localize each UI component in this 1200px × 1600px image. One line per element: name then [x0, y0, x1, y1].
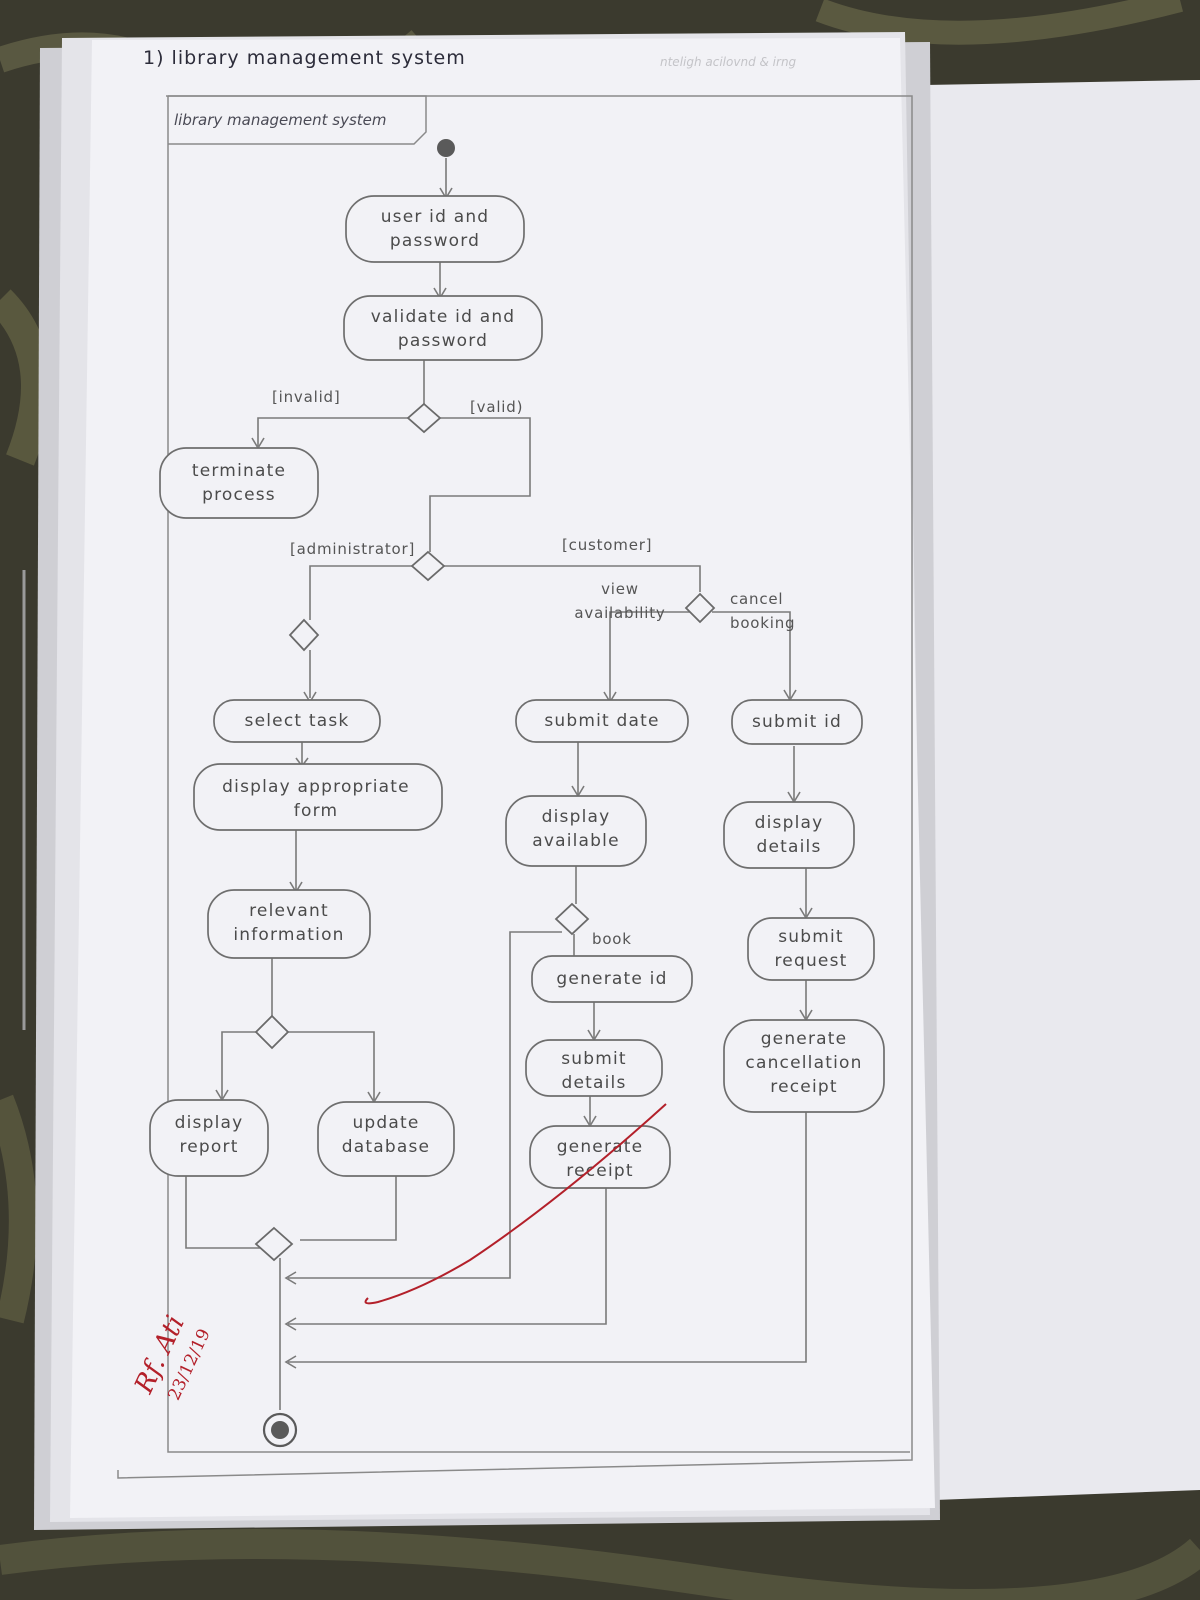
- node-select-task-box: [213, 699, 381, 743]
- decision-admin: [288, 618, 320, 652]
- guard-administrator: [administrator]: [290, 540, 415, 558]
- decision-report: [254, 1014, 290, 1050]
- node-select-task-label: select task: [245, 711, 350, 731]
- red-check-stroke: [364, 1103, 667, 1305]
- node-generate-id-label: generate id: [556, 969, 667, 989]
- guard-book: book: [592, 930, 632, 948]
- flow-edges: [185, 158, 807, 1410]
- faint-header: nteligh acilovnd & irng: [660, 55, 797, 69]
- node-generate-cancellation-box: [723, 1019, 885, 1113]
- node-display-report-box: [149, 1099, 269, 1177]
- frame-label: library management system: [174, 111, 387, 129]
- node-submit-details-box: [525, 1039, 663, 1097]
- decision-book: [554, 902, 590, 936]
- decision-customer: [684, 592, 716, 624]
- guard-labels: [invalid] [valid) [administrator] [custo…: [272, 388, 795, 948]
- node-display-available-box: [505, 795, 647, 867]
- merge-final: [254, 1226, 294, 1262]
- final-node: [262, 1412, 298, 1448]
- node-submit-date-box: [515, 699, 689, 743]
- node-submit-id-box: [731, 699, 863, 745]
- node-generate-receipt-box: [529, 1125, 671, 1189]
- diagram-frame: [117, 95, 913, 1479]
- node-terminate-box: [159, 447, 319, 519]
- node-submit-request-box: [747, 917, 875, 981]
- node-display-form-box: [193, 763, 443, 831]
- page-title: 1) library management system: [143, 47, 466, 69]
- node-display-details-box: [723, 801, 855, 869]
- left-page: [22, 32, 940, 1530]
- node-login-box: [345, 195, 525, 263]
- initial-node: [437, 139, 455, 157]
- activity-nodes: [149, 195, 885, 1189]
- decision-nodes: [254, 402, 716, 1262]
- guard-invalid: [invalid]: [272, 388, 341, 406]
- node-submit-date-label: submit date: [544, 711, 659, 731]
- decision-role: [410, 550, 446, 582]
- guard-customer: [customer]: [562, 536, 652, 554]
- guard-valid: [valid): [470, 398, 523, 416]
- node-generate-id-box: [531, 955, 693, 1003]
- node-relevant-info-box: [207, 889, 371, 959]
- decision-valid: [406, 402, 442, 434]
- node-submit-id-label: submit id: [752, 712, 842, 732]
- node-update-db-box: [317, 1101, 455, 1177]
- node-validate-box: [343, 295, 543, 361]
- right-page: [925, 80, 1200, 1500]
